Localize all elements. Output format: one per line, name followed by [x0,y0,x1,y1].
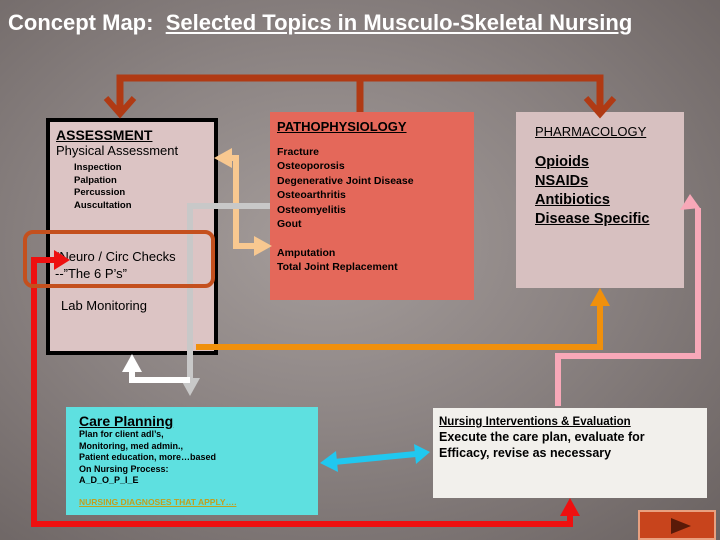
interventions-pharm-arrow [555,194,701,406]
branch-arrow [116,74,604,112]
care-line: Monitoring, med admin., [79,440,183,451]
interventions-text: Efficacy, revise as necessary [439,446,612,460]
patho-item: Gout [277,218,302,230]
play-triangle-icon [671,518,691,534]
assessment-item: Auscultation [74,199,132,211]
care-heading[interactable]: Care Planning [79,413,174,429]
pharm-link[interactable]: Opioids [535,154,589,170]
next-slide-button[interactable] [638,510,716,540]
assessment-subheading: Physical Assessment [56,143,179,158]
interventions-text: Execute the care plan, evaluate for [439,430,645,444]
lab-monitoring: Lab Monitoring [61,298,147,313]
nursing-diagnoses-link[interactable]: NURSING DIAGNOSES THAT APPLY…. [79,496,237,507]
assessment-patho-arrow [214,148,272,256]
loop-arrow [31,250,580,527]
neuro-checks: “Neuro / Circ Checks --”The 6 P’s” [55,248,176,282]
patho-item: Fracture [277,145,320,158]
slide-title: Concept Map: Selected Topics in Musculo-… [8,10,632,36]
pharm-link[interactable]: Disease Specific [535,211,650,227]
pathophysiology-box: PATHOPHYSIOLOGY Fracture Osteoporosis De… [270,112,474,300]
pharm-link[interactable]: NSAIDs [535,173,589,189]
pharm-link[interactable]: Antibiotics [535,192,610,208]
pharm-heading: PHARMACOLOGY [535,124,647,139]
patho-item: Osteoporosis [277,160,345,172]
assessment-heading: ASSESSMENT [56,127,153,143]
assessment-item: Palpation [74,174,117,186]
care-line: Patient education, more…based [79,452,217,462]
neuro-line: “Neuro / Circ Checks [55,249,176,264]
care-interventions-arrow [320,444,430,472]
patho-item: Total Joint Replacement [277,261,398,273]
assessment-list: Inspection Palpation Percussion Ausculta… [74,162,208,212]
neuro-checks-highlight [23,230,215,288]
title-main: Selected Topics in Musculo-Skeletal Nurs… [165,10,633,35]
patho-item: Degenerative Joint Disease [277,174,414,187]
title-prefix: Concept Map: [8,10,154,35]
assessment-item: Percussion [74,187,126,198]
patho-item: Amputation [277,246,336,259]
patho-item: Osteoarthritis [277,189,346,201]
care-assessment-arrow [122,354,190,383]
pharmacology-box: PHARMACOLOGY Opioids NSAIDs Antibiotics … [516,112,684,288]
interventions-box: Nursing Interventions & Evaluation Execu… [433,408,707,498]
care-line: Plan for client adl’s, [79,429,164,439]
interventions-heading[interactable]: Nursing Interventions & Evaluation [439,416,631,428]
branch-arrowheads [103,96,617,119]
care-planning-box: Care Planning Plan for client adl’s, Mon… [66,407,318,515]
patho-item: Osteomyelitis [277,203,346,216]
care-line: On Nursing Process: [79,463,169,474]
patho-heading: PATHOPHYSIOLOGY [277,119,407,134]
assessment-pharm-arrow [196,288,610,350]
care-line: A_D_O_P_I_E [79,475,139,485]
assessment-item: Inspection [74,162,122,173]
neuro-line: --”The 6 P’s” [55,266,127,281]
